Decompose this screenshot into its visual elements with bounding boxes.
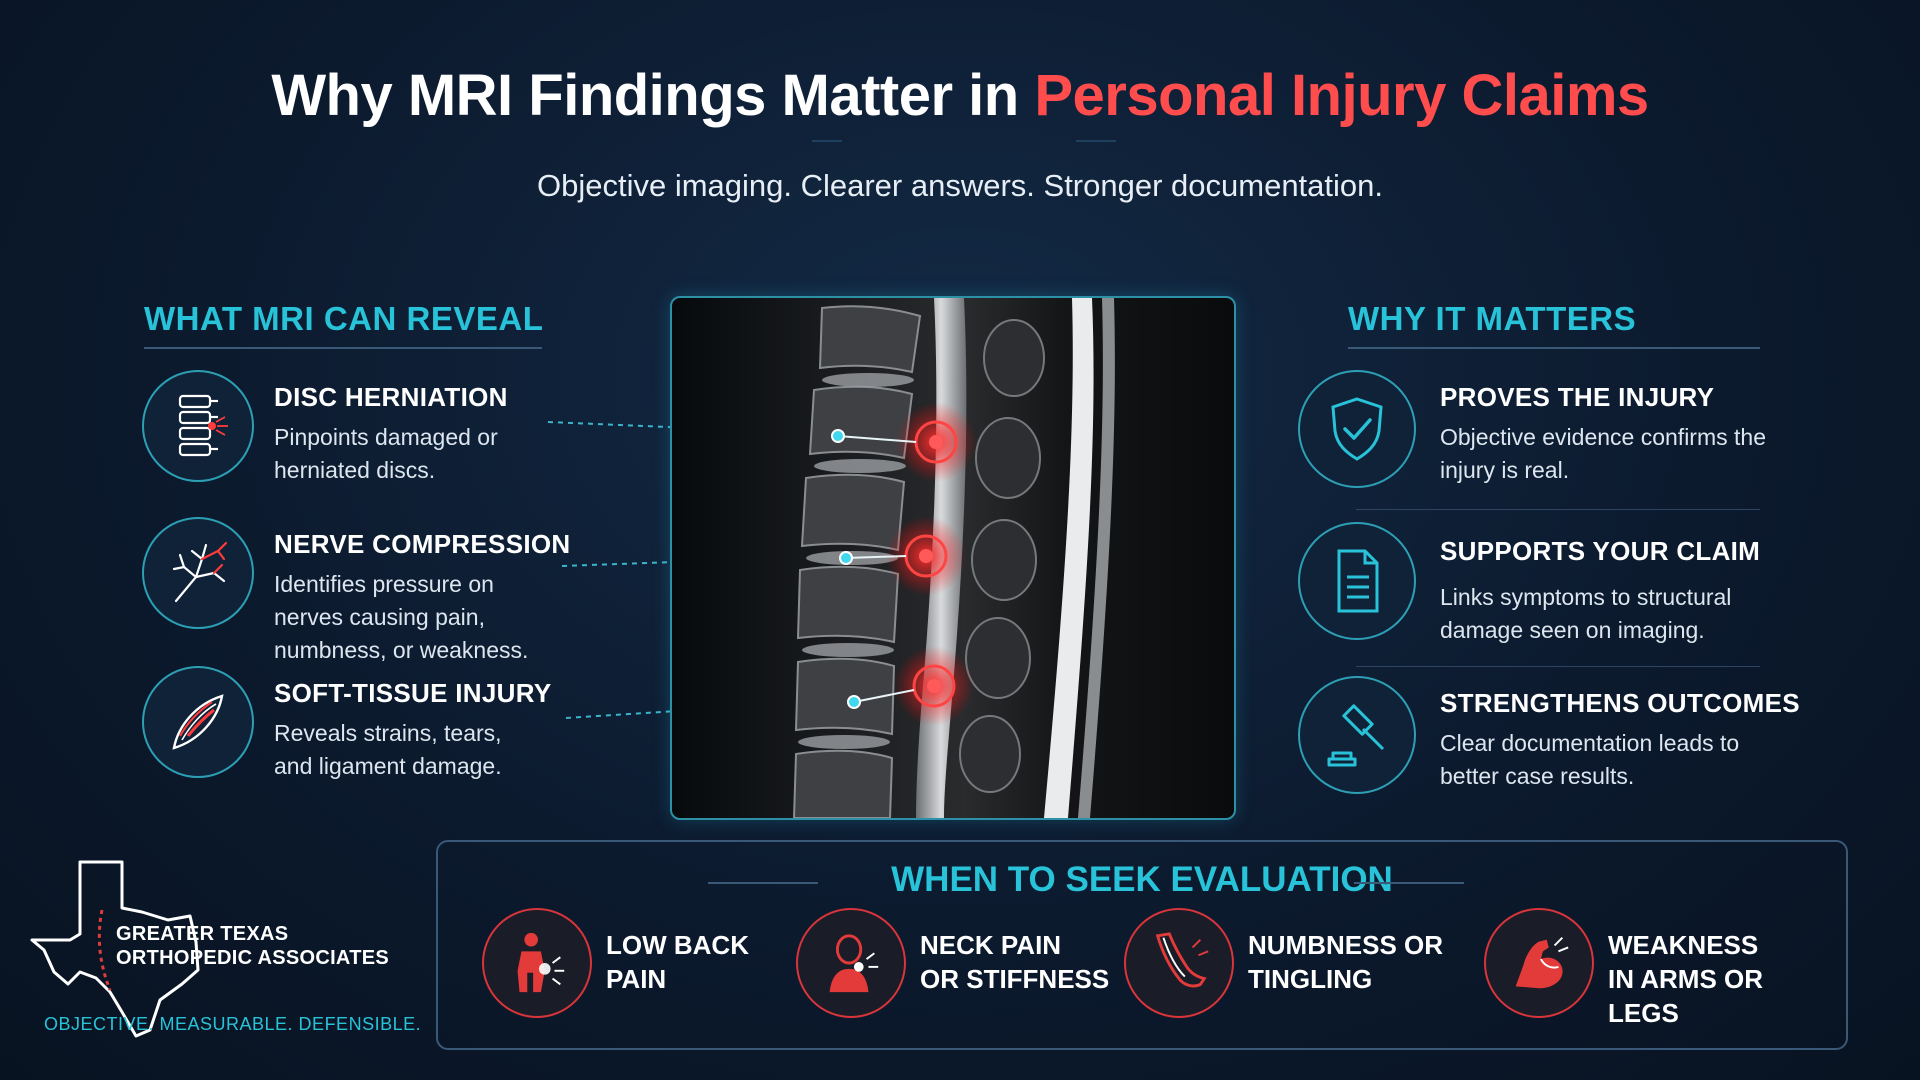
symptom-label-line1: NUMBNESS OR (1248, 930, 1444, 960)
reveal-item-title: DISC HERNIATION (274, 382, 508, 412)
arm-nerve-icon (1124, 908, 1234, 1018)
right-item-divider (1356, 666, 1760, 667)
shield-check-icon (1298, 370, 1416, 488)
brand-name-line1: GREATER TEXAS (116, 923, 289, 945)
mri-spine-image (670, 296, 1236, 820)
muscle-icon (142, 666, 254, 778)
neck-pain-icon (796, 908, 906, 1018)
matters-item-title: STRENGTHENS OUTCOMES (1440, 688, 1800, 718)
right-section-rule (1348, 347, 1760, 349)
symptom-label-line2: OR STIFFNESS (920, 964, 1110, 994)
matters-item-title: PROVES THE INJURY (1440, 382, 1715, 412)
flexed-arm-icon (1484, 908, 1594, 1018)
page-title: Why MRI Findings Matter in Personal Inju… (0, 62, 1920, 129)
eval-title-rule (1354, 882, 1464, 884)
title-divider (1076, 140, 1116, 142)
matters-item-body: Objective evidence confirms the injury i… (1440, 424, 1766, 483)
brand-tagline: OBJECTIVE. MEASURABLE. DEFENSIBLE. (44, 1014, 422, 1034)
title-accent: Personal Injury Claims (1034, 63, 1649, 128)
nerve-icon (142, 517, 254, 629)
gavel-icon (1298, 676, 1416, 794)
right-item-divider (1356, 509, 1760, 510)
reveal-item-body: Identifies pressure on nerves causing pa… (274, 571, 529, 663)
brand-name: GREATER TEXAS ORTHOPEDIC ASSOCIATES (116, 922, 389, 970)
left-section-heading: WHAT MRI CAN REVEAL (144, 300, 544, 337)
symptom-label-line1: NECK PAIN (920, 930, 1062, 960)
matters-item-title: SUPPORTS YOUR CLAIM (1440, 536, 1761, 566)
reveal-item-title: NERVE COMPRESSION (274, 529, 571, 559)
symptom-label-line2: IN ARMS OR LEGS (1608, 964, 1764, 1028)
brand-name-line2: ORTHOPEDIC ASSOCIATES (116, 947, 389, 969)
texas-outline-logo (30, 860, 200, 1038)
symptom-label-line2: TINGLING (1248, 964, 1373, 994)
title-main: Why MRI Findings Matter in (271, 63, 1035, 128)
matters-item-body: Clear documentation leads to better case… (1440, 730, 1740, 789)
symptom-label-line2: PAIN (606, 964, 667, 994)
back-pain-icon (482, 908, 592, 1018)
right-section-heading: WHY IT MATTERS (1348, 300, 1637, 337)
reveal-item-body: Pinpoints damaged or herniated discs. (274, 424, 498, 483)
evaluation-panel: WHEN TO SEEK EVALUATION LOW BACK PAIN NEC… (436, 840, 1848, 1050)
left-section-rule (144, 347, 542, 349)
document-icon (1298, 522, 1416, 640)
spine-icon (142, 370, 254, 482)
mri-hotspot-markers (886, 402, 976, 726)
evaluation-heading: WHEN TO SEEK EVALUATION (891, 860, 1393, 899)
symptom-label-line1: WEAKNESS (1608, 930, 1759, 960)
reveal-item-body: Reveals strains, tears, and ligament dam… (274, 720, 502, 779)
page-subtitle: Objective imaging. Clearer answers. Stro… (536, 168, 1384, 203)
reveal-item-title: SOFT-TISSUE INJURY (274, 678, 552, 708)
symptom-label-line1: LOW BACK (606, 930, 749, 960)
title-divider (812, 140, 842, 142)
eval-title-rule (708, 882, 818, 884)
matters-item-body: Links symptoms to structural damage seen… (1440, 584, 1732, 643)
